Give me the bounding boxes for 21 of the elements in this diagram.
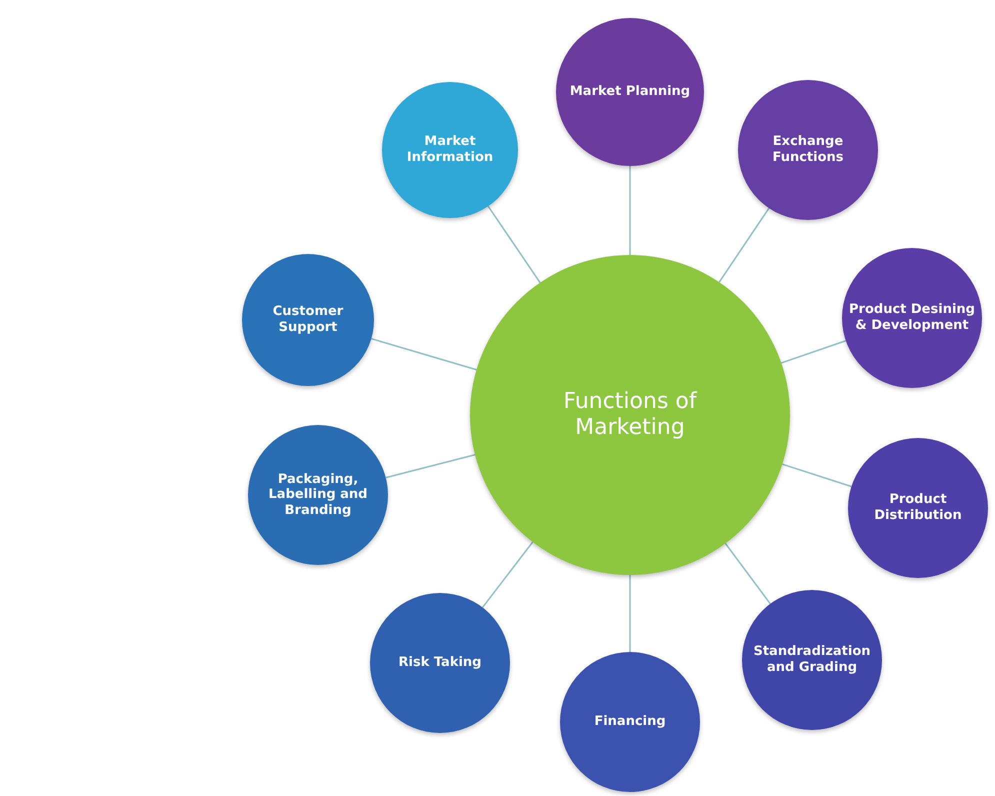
circle-label: Packaging, Labelling and Branding <box>268 472 368 518</box>
circle-label: Financing <box>594 714 666 730</box>
circle-label: Product Desining & Development <box>848 302 976 334</box>
connector-line <box>386 454 476 478</box>
circle-label: Risk Taking <box>398 655 482 671</box>
circle-label: Market Information <box>406 134 494 166</box>
connector-line <box>371 338 477 370</box>
connector-line <box>724 543 771 604</box>
circle-label: Product Distribution <box>873 492 963 524</box>
circle-label: Market Planning <box>570 84 690 100</box>
connector-line <box>781 340 846 364</box>
connector-line <box>629 166 631 255</box>
connector-line <box>782 463 852 488</box>
connector-line <box>718 208 770 283</box>
connector-line <box>488 206 541 284</box>
circle-label: Exchange Functions <box>771 134 845 166</box>
connector-line <box>482 542 534 608</box>
circle-label: Functions of Marketing <box>562 388 698 442</box>
circle-label: Standradization and Grading <box>752 644 872 676</box>
circle-label: Customer Support <box>272 304 344 336</box>
connector-line <box>629 575 631 652</box>
